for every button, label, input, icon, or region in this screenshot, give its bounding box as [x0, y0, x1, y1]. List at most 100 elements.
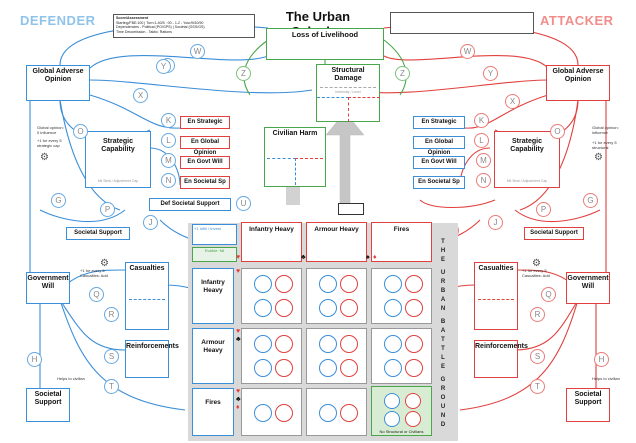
defender-token-circle[interactable]: [384, 411, 400, 427]
col-header-infantry[interactable]: Infantry Heavy: [241, 222, 302, 262]
right-node-n[interactable]: N: [476, 173, 491, 188]
battle-cell[interactable]: [371, 328, 432, 384]
left-node-k[interactable]: K: [161, 113, 176, 128]
right-node-p[interactable]: P: [536, 202, 551, 217]
defender-token-circle[interactable]: [319, 359, 337, 377]
right-node-q[interactable]: Q: [541, 287, 556, 302]
battle-cell[interactable]: [306, 268, 367, 324]
left-casualties-box[interactable]: Casualties: [125, 262, 169, 330]
left-node-n[interactable]: N: [161, 173, 176, 188]
left-node-x[interactable]: X: [133, 88, 148, 103]
right-en-govt-will-tag[interactable]: En Govt Will: [413, 156, 465, 169]
civilian-harm-box[interactable]: Civilian Harm: [264, 127, 326, 187]
attacker-token-circle[interactable]: [405, 411, 421, 427]
right-node-g[interactable]: G: [583, 193, 598, 208]
col-header-armour[interactable]: Armour Heavy: [306, 222, 367, 262]
left-societal-support-box[interactable]: Societal Support: [26, 388, 70, 422]
left-societal-support-tag[interactable]: Societal Support: [66, 227, 130, 240]
defender-token-circle[interactable]: [254, 359, 272, 377]
left-en-strategic-tag[interactable]: En Strategic: [180, 116, 230, 129]
right-en-global-opinion-tag[interactable]: En Global Opinion: [413, 136, 465, 156]
right-node-r[interactable]: R: [530, 307, 545, 322]
attacker-token-circle[interactable]: [340, 275, 358, 293]
right-node-t[interactable]: T: [530, 379, 545, 394]
left-node-u[interactable]: U: [236, 196, 251, 211]
left-node-m[interactable]: M: [161, 153, 176, 168]
attacker-token-circle[interactable]: [275, 275, 293, 293]
left-node-w2[interactable]: W: [190, 44, 205, 59]
left-en-societal-sp-tag[interactable]: En Societal Sp: [180, 176, 230, 189]
left-node-s[interactable]: S: [104, 349, 119, 364]
defender-token-circle[interactable]: [384, 275, 402, 293]
left-node-j[interactable]: J: [143, 215, 158, 230]
battle-cell[interactable]: [241, 268, 302, 324]
left-government-will-box[interactable]: Government Will: [26, 272, 70, 304]
attacker-token-circle[interactable]: [275, 359, 293, 377]
row-header-fires[interactable]: Fires: [192, 388, 234, 436]
defender-token-circle[interactable]: [254, 299, 272, 317]
defender-token-circle[interactable]: [254, 335, 272, 353]
attacker-token-circle[interactable]: [340, 335, 358, 353]
attacker-token-circle[interactable]: [340, 359, 358, 377]
left-node-h[interactable]: H: [27, 352, 42, 367]
defender-token-circle[interactable]: [384, 359, 402, 377]
right-node-x[interactable]: X: [505, 94, 520, 109]
right-societal-support-box[interactable]: Societal Support: [566, 388, 610, 422]
defender-token-circle[interactable]: [319, 404, 337, 422]
right-societal-support-tag[interactable]: Societal Support: [524, 227, 584, 240]
right-node-y[interactable]: Y: [483, 66, 498, 81]
left-node-q[interactable]: Q: [89, 287, 104, 302]
attacker-token-circle[interactable]: [405, 299, 423, 317]
no-structural-cell[interactable]: No Structural or Civilians: [371, 386, 432, 436]
col-header-fires[interactable]: Fires: [371, 222, 432, 262]
left-node-z[interactable]: Z: [236, 66, 251, 81]
attacker-token-circle[interactable]: [275, 404, 293, 422]
row-header-infantry[interactable]: Infantry Heavy: [192, 268, 234, 324]
attacker-token-circle[interactable]: [405, 275, 423, 293]
right-node-m[interactable]: M: [476, 153, 491, 168]
left-en-govt-will-tag[interactable]: En Govt Will: [180, 156, 230, 169]
battle-cell[interactable]: [306, 328, 367, 384]
right-en-societal-sp-tag[interactable]: En Societal Sp: [413, 176, 465, 189]
left-node-g[interactable]: G: [51, 193, 66, 208]
defender-token-circle[interactable]: [319, 335, 337, 353]
defender-token-circle[interactable]: [254, 275, 272, 293]
row-header-armour[interactable]: Armour Heavy: [192, 328, 234, 384]
attacker-token-circle[interactable]: [405, 393, 421, 409]
right-node-k[interactable]: K: [474, 113, 489, 128]
left-reinforcements-box[interactable]: Reinforcements: [125, 340, 179, 378]
defender-token-circle[interactable]: [384, 393, 400, 409]
attacker-token-circle[interactable]: [340, 299, 358, 317]
left-node-r[interactable]: R: [104, 307, 119, 322]
right-node-w[interactable]: W: [460, 44, 475, 59]
structural-damage-box[interactable]: Structural Damage Int/ensity / Level: [316, 64, 380, 122]
right-node-j[interactable]: J: [488, 215, 503, 230]
attacker-token-circle[interactable]: [275, 335, 293, 353]
def-societal-support-tag[interactable]: Def Societal Support: [149, 198, 231, 211]
battle-cell[interactable]: [306, 388, 367, 436]
left-node-o[interactable]: O: [73, 124, 88, 139]
defender-token-circle[interactable]: [384, 299, 402, 317]
defender-token-circle[interactable]: [254, 404, 272, 422]
attacker-token-circle[interactable]: [405, 335, 423, 353]
defender-token-circle[interactable]: [319, 275, 337, 293]
right-reinforcements-box[interactable]: Reinforcements: [474, 340, 528, 378]
right-node-s[interactable]: S: [530, 349, 545, 364]
left-strategic-capability-box[interactable]: Strategic Capability Mil Strat / Adjustm…: [85, 131, 151, 188]
battle-cell[interactable]: [371, 268, 432, 324]
right-node-l[interactable]: L: [474, 133, 489, 148]
attacker-token-circle[interactable]: [340, 404, 358, 422]
left-en-global-opinion-tag[interactable]: En Global Opinion: [180, 136, 230, 156]
defender-token-circle[interactable]: [319, 299, 337, 317]
battle-cell[interactable]: [241, 328, 302, 384]
right-node-o[interactable]: O: [550, 124, 565, 139]
attacker-token-circle[interactable]: [405, 359, 423, 377]
left-global-adverse-opinion-box[interactable]: Global Adverse Opinion: [26, 65, 90, 101]
right-casualties-box[interactable]: Casualties: [474, 262, 518, 330]
attacker-token-circle[interactable]: [275, 299, 293, 317]
right-node-h[interactable]: H: [594, 352, 609, 367]
right-node-z[interactable]: Z: [395, 66, 410, 81]
score-entry-box[interactable]: [390, 12, 534, 34]
left-node-l[interactable]: L: [161, 133, 176, 148]
left-node-p[interactable]: P: [100, 202, 115, 217]
